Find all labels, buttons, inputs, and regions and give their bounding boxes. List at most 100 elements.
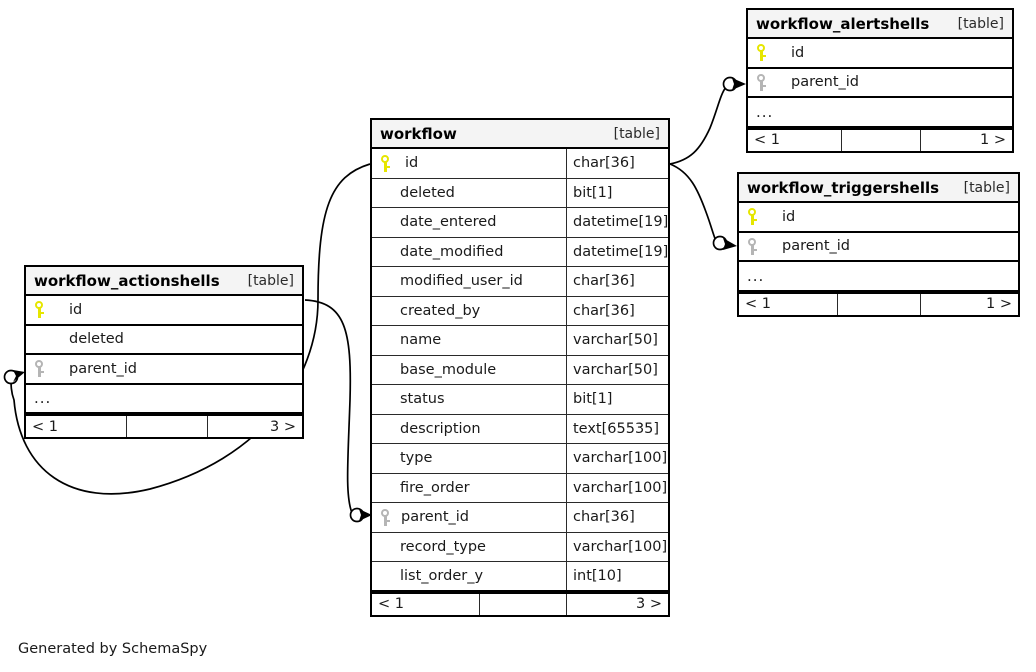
pager-middle xyxy=(841,129,921,151)
column-type: varchar[100] xyxy=(566,532,668,561)
column-type: char[36] xyxy=(566,296,668,325)
column-type: char[36] xyxy=(566,267,668,296)
table-row[interactable]: status bit[1] xyxy=(372,385,668,415)
table-row[interactable]: modified_user_id char[36] xyxy=(372,267,668,297)
pager-middle xyxy=(479,593,567,615)
column-name-cell: id xyxy=(748,39,1012,67)
column-name: parent_id xyxy=(401,509,470,526)
pager-prev[interactable]: < 1 xyxy=(745,296,771,312)
foreign-key-icon xyxy=(756,73,767,91)
column-name-cell: modified_user_id xyxy=(372,267,566,296)
table-workflow-actionshells-columns: id deleted parent_id ... xyxy=(26,296,302,414)
column-name-cell: name xyxy=(372,326,566,355)
table-workflow-actionshells[interactable]: workflow_actionshells [table] id deleted… xyxy=(24,265,304,439)
table-workflow-alertshells[interactable]: workflow_alertshells [table] id parent_i… xyxy=(746,8,1014,153)
column-type: varchar[100] xyxy=(566,444,668,473)
pager-prev[interactable]: < 1 xyxy=(32,418,58,435)
table-row[interactable]: name varchar[50] xyxy=(372,326,668,356)
table-workflow-triggershells[interactable]: workflow_triggershells [table] id parent… xyxy=(737,172,1020,317)
column-name-cell: parent_id xyxy=(739,233,1018,261)
primary-key-icon xyxy=(756,44,767,62)
column-name-cell: created_by xyxy=(372,297,566,326)
pager-middle xyxy=(837,293,921,315)
column-name-cell: parent_id xyxy=(26,355,302,383)
edge-marker-arrow-triggershells xyxy=(723,238,737,250)
table-workflow[interactable]: workflow [table] id char[36] deleted bit… xyxy=(370,118,670,617)
table-workflow-alertshells-columns: id parent_id ... xyxy=(748,39,1012,128)
pager-next[interactable]: 3 > xyxy=(636,596,662,612)
column-name: base_module xyxy=(400,361,497,378)
table-row[interactable]: parent_id char[36] xyxy=(372,503,668,533)
table-workflow-triggershells-pager[interactable]: < 1 1 > xyxy=(739,291,1018,315)
edge-marker-circle-workflow-self xyxy=(349,507,365,523)
pager-next[interactable]: 1 > xyxy=(980,132,1006,148)
edge-marker-circle-alertshells xyxy=(722,76,738,92)
column-name: modified_user_id xyxy=(400,273,523,290)
generated-by-note: Generated by SchemaSpy xyxy=(18,641,208,657)
primary-key-icon xyxy=(747,208,758,226)
table-row[interactable]: parent_id xyxy=(748,69,1012,98)
table-row[interactable]: list_order_y int[10] xyxy=(372,562,668,592)
column-type: bit[1] xyxy=(566,385,668,414)
table-workflow-columns: id char[36] deleted bit[1] date_entered … xyxy=(372,149,668,592)
table-workflow-alertshells-header[interactable]: workflow_alertshells [table] xyxy=(748,10,1012,39)
table-workflow-pager[interactable]: < 1 3 > xyxy=(372,591,668,615)
table-row[interactable]: created_by char[36] xyxy=(372,296,668,326)
pager-middle xyxy=(126,416,208,437)
column-type: datetime[19] xyxy=(566,237,668,266)
edge-marker-arrow-alertshells xyxy=(732,78,746,90)
column-name: date_entered xyxy=(400,214,497,231)
table-row-ellipsis: ... xyxy=(748,98,1012,128)
pager-next[interactable]: 1 > xyxy=(986,296,1012,312)
table-workflow-header[interactable]: workflow [table] xyxy=(372,120,668,149)
table-workflow-alertshells-kind: [table] xyxy=(957,15,1004,32)
foreign-key-icon xyxy=(747,237,758,255)
table-row[interactable]: base_module varchar[50] xyxy=(372,355,668,385)
column-type: varchar[100] xyxy=(566,473,668,502)
table-row[interactable]: date_entered datetime[19] xyxy=(372,208,668,238)
table-workflow-title: workflow xyxy=(380,124,457,143)
table-row[interactable]: id xyxy=(748,39,1012,69)
table-workflow-actionshells-pager[interactable]: < 1 3 > xyxy=(26,414,302,437)
column-name: id xyxy=(405,155,419,172)
table-row[interactable]: date_modified datetime[19] xyxy=(372,237,668,267)
table-workflow-triggershells-header[interactable]: workflow_triggershells [table] xyxy=(739,174,1018,203)
table-row[interactable]: deleted xyxy=(26,326,302,355)
column-type: bit[1] xyxy=(566,178,668,207)
column-name-cell: description xyxy=(372,415,566,444)
column-name: deleted xyxy=(69,331,124,348)
table-row[interactable]: id xyxy=(26,296,302,326)
column-name-cell: status xyxy=(372,385,566,414)
column-name-cell: date_entered xyxy=(372,208,566,237)
column-type: char[36] xyxy=(566,503,668,532)
table-row[interactable]: description text[65535] xyxy=(372,414,668,444)
table-row[interactable]: id xyxy=(739,203,1018,233)
column-name: record_type xyxy=(400,538,486,555)
table-row[interactable]: record_type varchar[100] xyxy=(372,532,668,562)
table-workflow-alertshells-pager[interactable]: < 1 1 > xyxy=(748,127,1012,151)
column-name-cell: parent_id xyxy=(372,503,566,532)
table-row[interactable]: deleted bit[1] xyxy=(372,178,668,208)
column-name-cell: type xyxy=(372,444,566,473)
table-workflow-alertshells-title: workflow_alertshells xyxy=(756,14,930,33)
table-row[interactable]: parent_id xyxy=(739,233,1018,262)
table-row[interactable]: fire_order varchar[100] xyxy=(372,473,668,503)
column-name-cell: record_type xyxy=(372,533,566,562)
table-row[interactable]: id char[36] xyxy=(372,149,668,179)
primary-key-icon xyxy=(34,301,45,319)
pager-prev[interactable]: < 1 xyxy=(378,596,404,612)
table-row[interactable]: type varchar[100] xyxy=(372,444,668,474)
foreign-key-icon xyxy=(380,508,391,526)
table-workflow-actionshells-title: workflow_actionshells xyxy=(34,271,220,290)
column-name: list_order_y xyxy=(400,567,484,584)
column-type: varchar[50] xyxy=(566,355,668,384)
table-workflow-actionshells-kind: [table] xyxy=(247,272,294,289)
foreign-key-icon xyxy=(34,360,45,378)
pager-prev[interactable]: < 1 xyxy=(754,132,780,148)
table-row[interactable]: parent_id xyxy=(26,355,302,385)
table-workflow-actionshells-header[interactable]: workflow_actionshells [table] xyxy=(26,267,302,296)
column-name-cell: base_module xyxy=(372,356,566,385)
pager-next[interactable]: 3 > xyxy=(270,418,296,435)
column-name: status xyxy=(400,391,445,408)
primary-key-icon xyxy=(380,154,391,172)
